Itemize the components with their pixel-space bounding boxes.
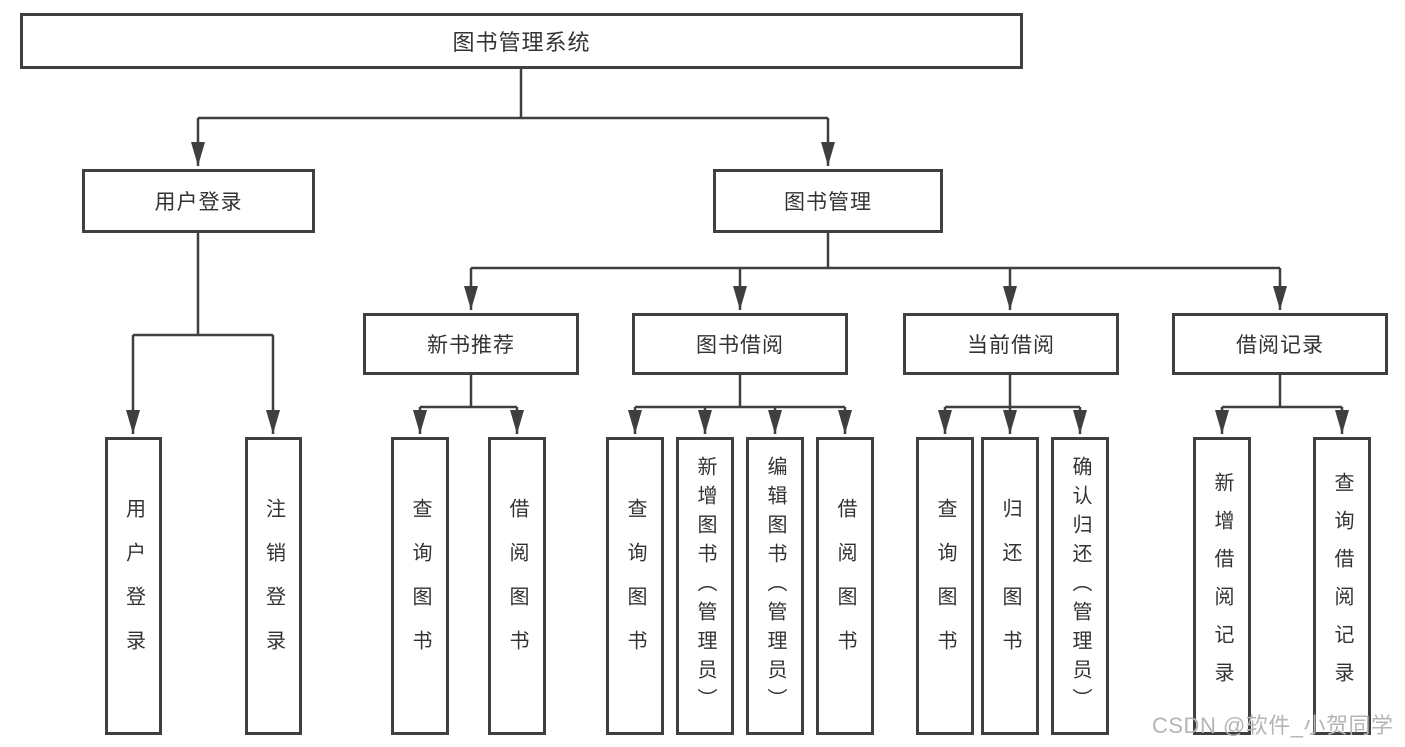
leaf-borrow-book-1: 借阅图书 xyxy=(488,437,546,735)
leaf-logout: 注销登录 xyxy=(245,437,302,735)
node-library-management-system: 图书管理系统 xyxy=(20,13,1023,69)
node-book-borrow: 图书借阅 xyxy=(632,313,848,375)
leaf-query-book-2: 查询图书 xyxy=(606,437,664,735)
node-user-login: 用户登录 xyxy=(82,169,315,233)
leaf-query-borrow-record: 查询借阅记录 xyxy=(1313,437,1371,735)
node-new-book-recommend: 新书推荐 xyxy=(363,313,579,375)
leaf-add-borrow-record: 新增借阅记录 xyxy=(1193,437,1251,735)
leaf-query-book-1: 查询图书 xyxy=(391,437,449,735)
leaf-add-book-admin: 新增图书（管理员） xyxy=(676,437,734,735)
leaf-confirm-return-admin: 确认归还（管理员） xyxy=(1051,437,1109,735)
leaf-borrow-book-2: 借阅图书 xyxy=(816,437,874,735)
node-book-management: 图书管理 xyxy=(713,169,943,233)
leaf-return-book: 归还图书 xyxy=(981,437,1039,735)
csdn-watermark: CSDN @软件_小贺同学 xyxy=(1152,713,1394,738)
leaf-query-book-3: 查询图书 xyxy=(916,437,974,735)
node-current-borrow: 当前借阅 xyxy=(903,313,1119,375)
leaf-edit-book-admin: 编辑图书（管理员） xyxy=(746,437,804,735)
node-borrow-record: 借阅记录 xyxy=(1172,313,1388,375)
leaf-user-login: 用户登录 xyxy=(105,437,162,735)
